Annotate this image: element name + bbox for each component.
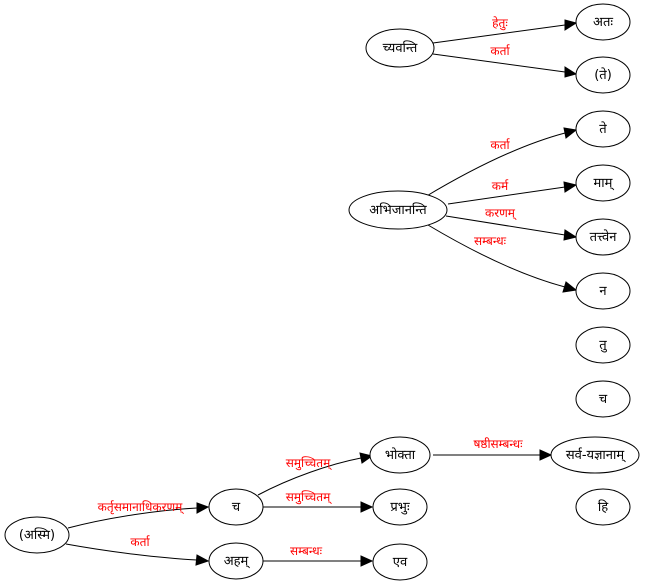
arrowhead	[563, 127, 578, 139]
arrowhead	[563, 181, 578, 193]
edge-abhijananti-tattvena	[445, 215, 566, 236]
edge-label: सम्बन्धः	[290, 544, 323, 558]
edge-label: कर्ता	[490, 44, 510, 58]
edge-abhijananti-te	[424, 132, 566, 198]
node-prabhuh: प्रभुः	[372, 488, 428, 526]
arrowhead	[360, 501, 374, 513]
edge-abhijananti-mam	[447, 186, 566, 205]
node-tattvena: तत्त्वेन	[575, 218, 631, 256]
arrowhead	[360, 555, 374, 567]
node-label: तत्त्वेन	[590, 229, 618, 245]
node-label: माम्	[594, 176, 615, 191]
edge-label: समुच्चितम्	[286, 490, 333, 505]
node-label: च	[232, 500, 241, 515]
nodes: च्यवन्ति अतः (ते) ते अभिजानन्ति माम् तत्…	[4, 3, 640, 581]
node-label: (अस्मि)	[19, 527, 55, 543]
node-cha-standalone: च	[575, 380, 631, 418]
node-label: अतः	[593, 15, 613, 30]
edge-asmi-aham	[65, 543, 198, 561]
node-label: तु	[599, 338, 607, 353]
node-label: भोक्ता	[385, 447, 416, 463]
arrowhead	[359, 452, 374, 464]
edge-label: करणम्	[485, 206, 517, 221]
node-hi: हि	[575, 488, 631, 526]
node-label: च	[599, 392, 608, 407]
node-te-paren: (ते)	[575, 56, 631, 94]
node-label: न	[599, 284, 607, 299]
node-label: सर्व-यज्ञानाम्	[566, 447, 626, 463]
edge-chyavanti-te	[432, 53, 566, 73]
node-na: न	[575, 272, 631, 310]
node-sarva-yajnanam: सर्व-यज्ञानाम्	[550, 436, 640, 474]
edge-abhijananti-na	[427, 224, 566, 288]
node-tu: तु	[575, 326, 631, 364]
edge-label: कर्म	[492, 179, 509, 193]
node-eva: एव	[372, 543, 428, 581]
edges: हेतुः कर्ता कर्ता कर्म करणम् सम्बन्धः षष…	[65, 16, 578, 567]
arrowhead	[196, 502, 210, 514]
arrowhead	[563, 229, 578, 241]
edge-label: कर्तृसमानाधिकरणम्	[98, 500, 185, 515]
edge-label: समुच्चितम्	[286, 456, 333, 471]
node-chyavanti: च्यवन्ति	[365, 28, 435, 68]
arrowhead	[562, 281, 578, 293]
arrowhead	[564, 66, 578, 78]
node-label: हि	[598, 499, 609, 515]
edge-asmi-cha	[67, 507, 198, 529]
node-label: अभिजानन्ति	[369, 202, 427, 218]
node-asmi: (अस्मि)	[4, 516, 70, 554]
edge-chyavanti-atah	[432, 24, 566, 44]
arrowhead	[564, 19, 578, 31]
node-label: अहम्	[224, 554, 251, 569]
node-abhijananti: अभिजानन्ति	[348, 190, 448, 230]
node-label: प्रभुः	[390, 500, 410, 515]
edge-label: षष्ठीसम्बन्धः	[473, 437, 523, 451]
edge-label: सम्बन्धः	[474, 234, 507, 248]
edge-label: कर्ता	[490, 138, 510, 152]
node-label: ते	[599, 121, 607, 137]
arrowhead	[195, 554, 210, 566]
arrowhead	[539, 449, 553, 461]
node-label: एव	[393, 555, 408, 570]
node-cha: च	[208, 488, 264, 526]
node-atah: अतः	[575, 3, 631, 41]
node-te: ते	[575, 110, 631, 148]
edge-label: हेतुः	[492, 16, 508, 31]
node-mam: माम्	[575, 164, 631, 202]
edge-label: कर्ता	[130, 535, 150, 549]
edge-cha-bhokta	[257, 457, 362, 496]
node-label: (ते)	[594, 67, 612, 83]
node-bhokta: भोक्ता	[369, 436, 431, 474]
node-aham: अहम्	[208, 542, 264, 580]
node-label: च्यवन्ति	[383, 40, 418, 56]
